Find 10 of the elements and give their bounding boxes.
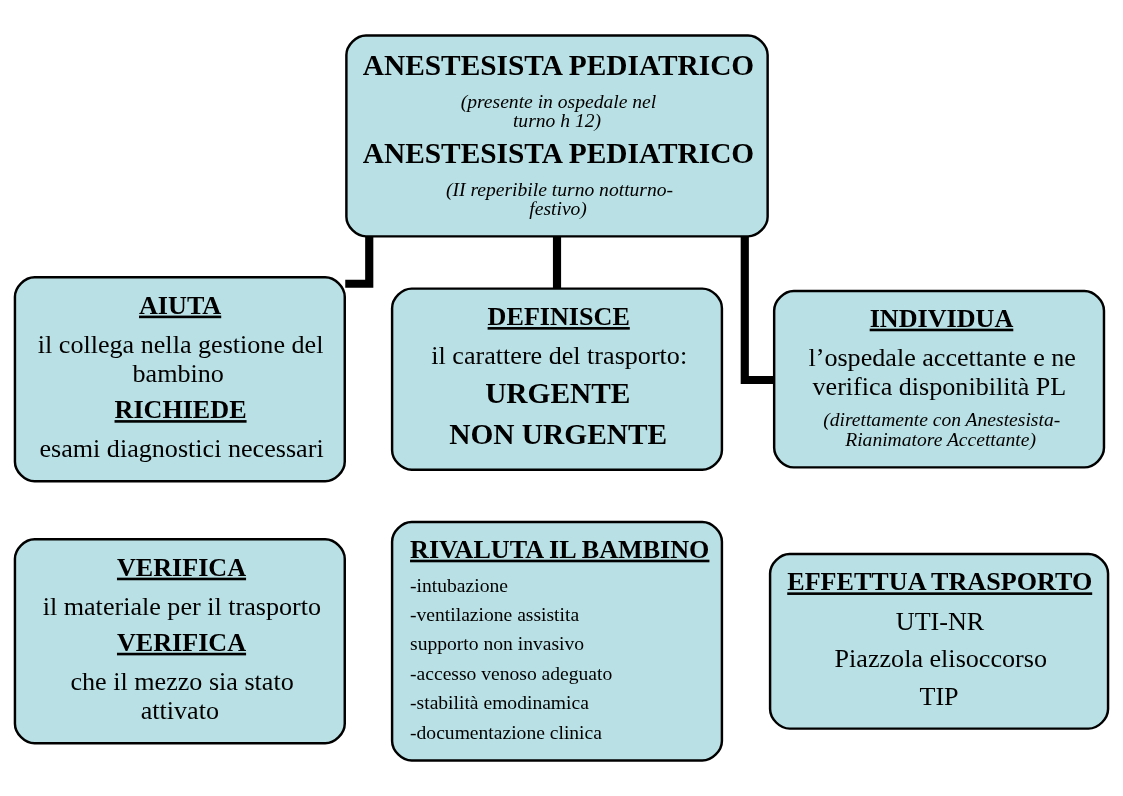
connector	[740, 236, 774, 385]
node-box: INDIVIDUA l’ospedale accettante e ne verifica disponibilità PL (direttamente con Anestesista-Rianimatore Accettante)	[772, 289, 1106, 469]
connector	[552, 237, 562, 289]
node-box: VERIFICA il materiale per il trasporto VERIFICA che il mezzo sia stato attivato	[13, 538, 346, 745]
node-box: ANESTESISTA PEDIATRICO (presente in ospedale nel turno h 12) ANESTESISTA PEDIATRICO (II reperibile turno notturno-festivo)	[345, 34, 769, 238]
node-box: EFFETTUA TRASPORTO UTI-NR Piazzola elisoccorso TIP	[768, 552, 1110, 730]
node-box: RIVALUTA IL BAMBINO -intubazione -ventilazione assistita supporto non invasivo -accesso venoso adeguato -stabilità emodinamica -documentazione clinica	[390, 520, 724, 762]
node-box: DEFINISCE il carattere del trasporto: URGENTE NON URGENTE	[390, 287, 724, 472]
node-box: AIUTA il collega nella gestione del bambino RICHIEDE esami diagnostici necessari	[13, 275, 346, 483]
connector	[345, 236, 374, 288]
